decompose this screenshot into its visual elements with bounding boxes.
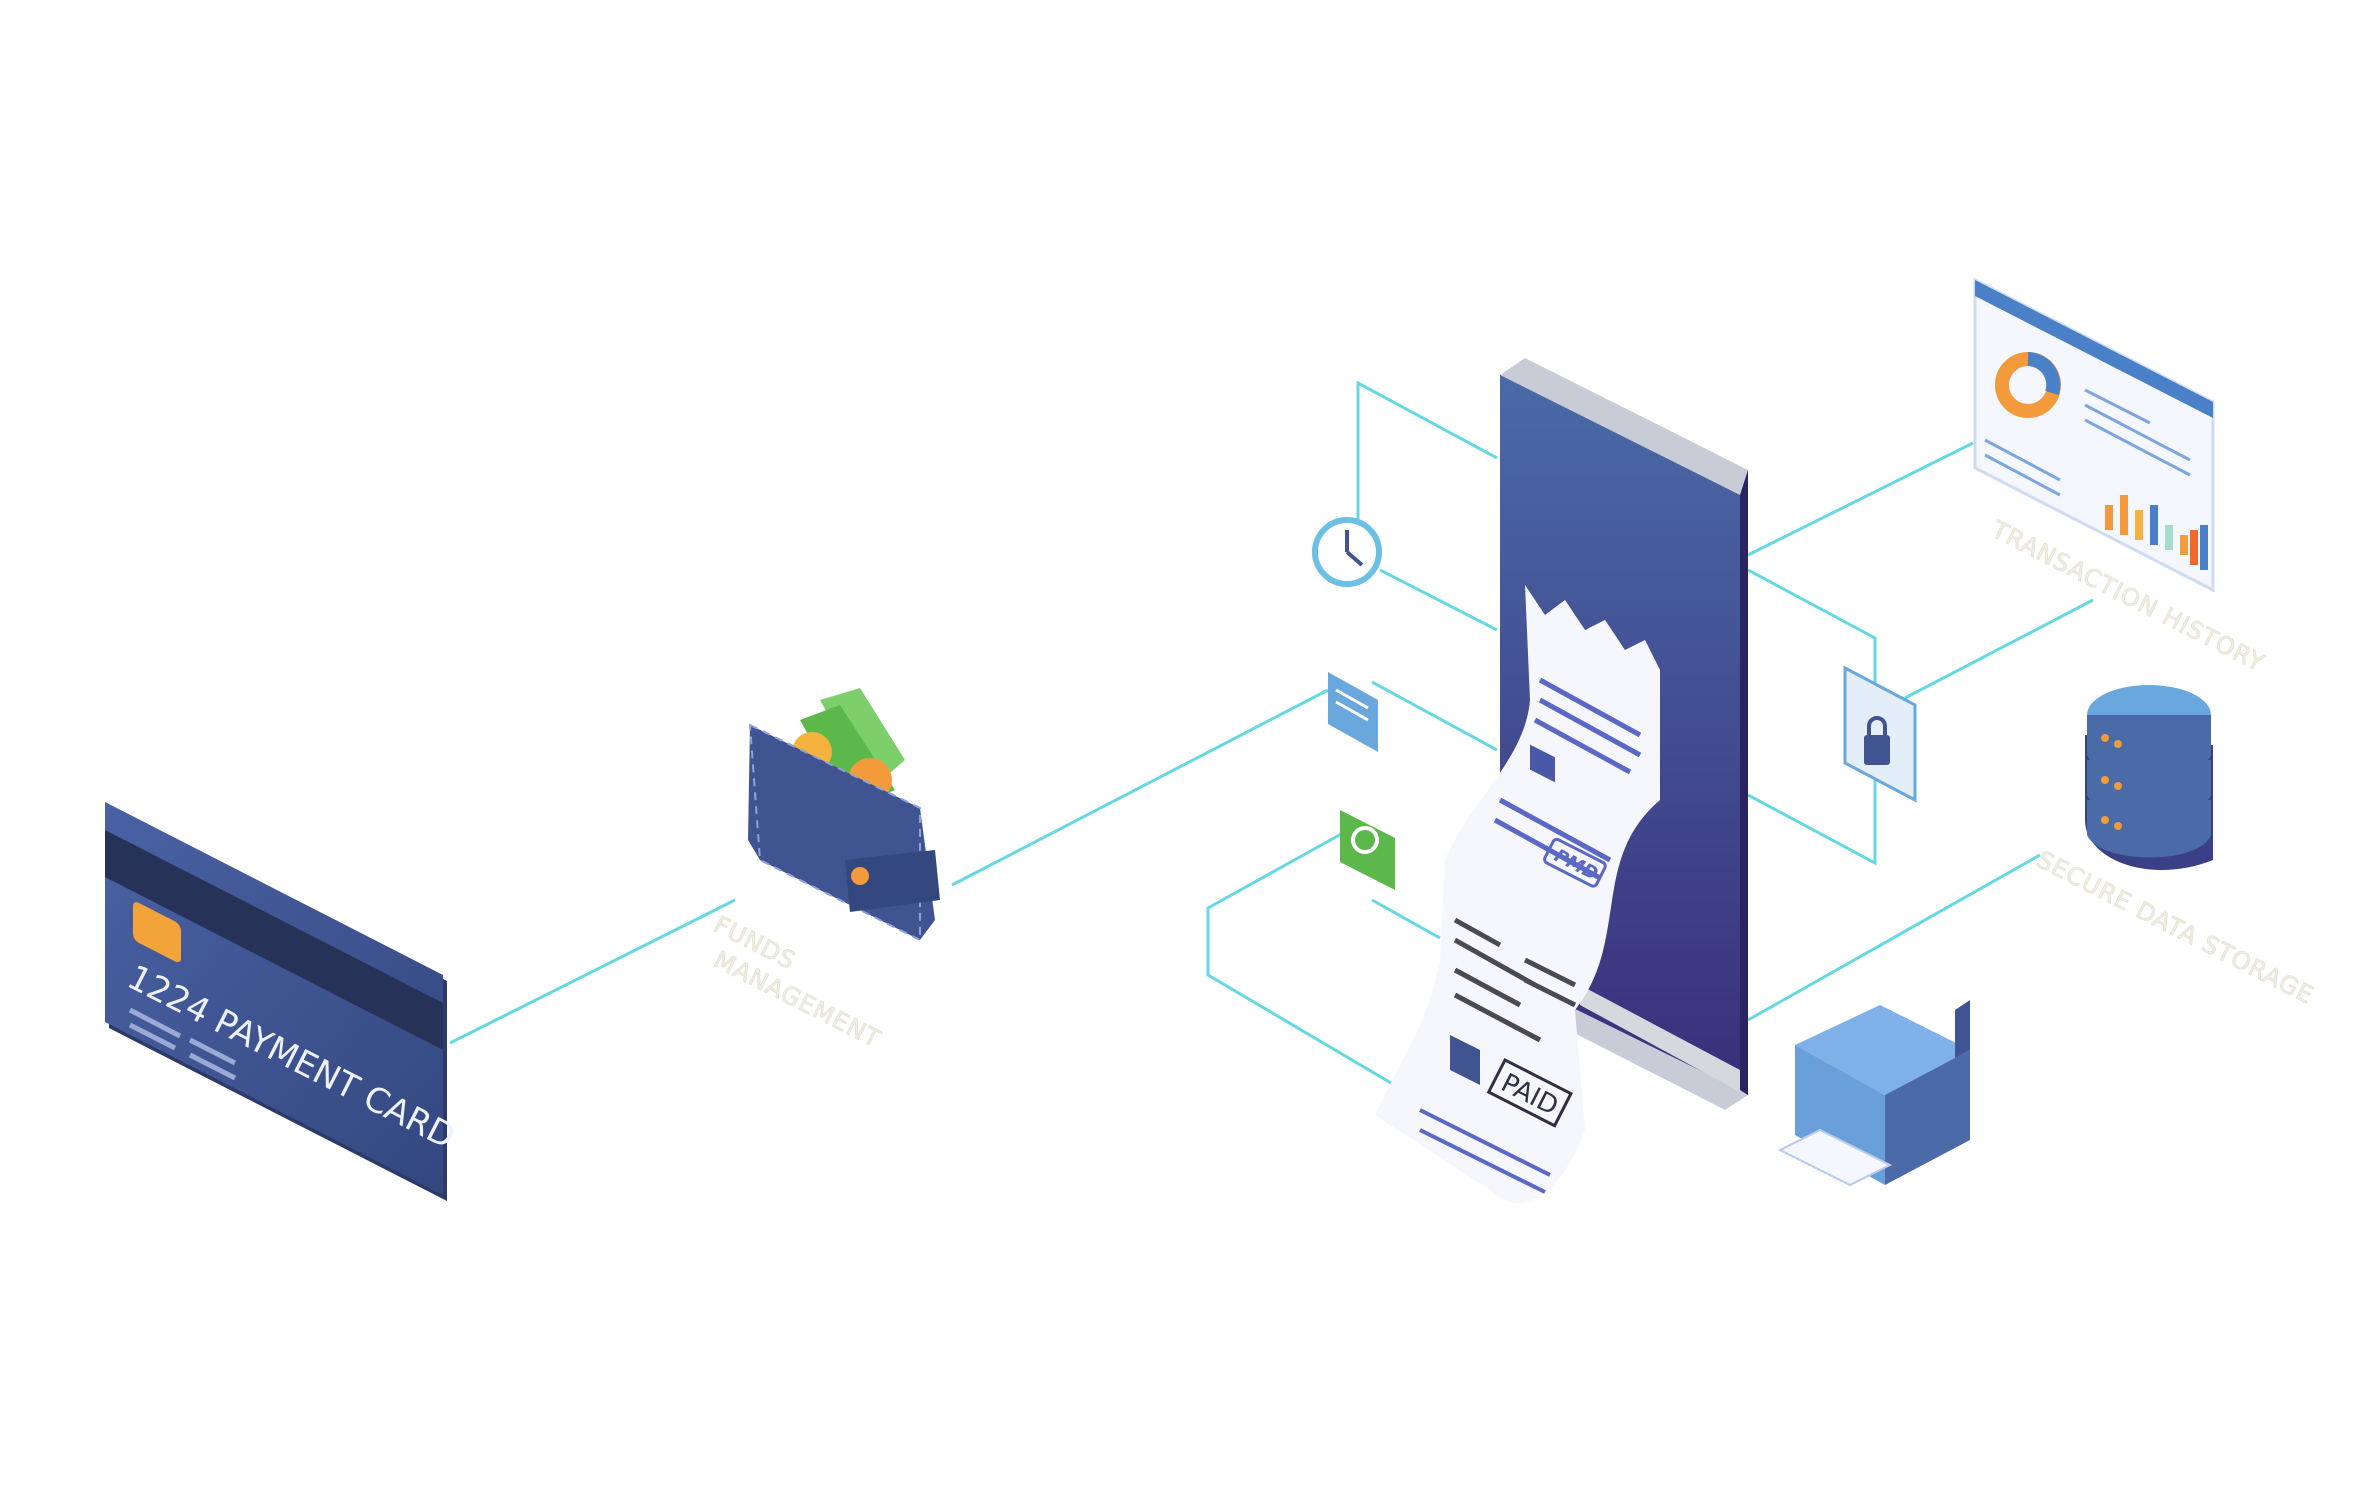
document-send-icon <box>1328 672 1378 752</box>
database-server-icon <box>2085 685 2213 871</box>
transaction-dashboard <box>1973 277 2215 593</box>
printer-icon <box>1777 1000 1970 1187</box>
secure-data-storage-label: SECURE DATA STORAGE <box>2032 845 2318 1009</box>
receipt: PMD PAID <box>1375 585 1660 1204</box>
location-pin-icon <box>1340 810 1395 890</box>
lock-icon <box>1843 665 1917 803</box>
clock-icon <box>1312 517 1382 587</box>
bar-chart-icon <box>2105 495 2208 570</box>
wallet <box>748 688 940 942</box>
funds-label-line2: MANAGEMENT <box>709 945 885 1053</box>
wallet-clasp <box>851 867 869 885</box>
chip-icon <box>133 902 181 963</box>
payment-card: 1224 PAYMENT CARD <box>105 802 461 1201</box>
